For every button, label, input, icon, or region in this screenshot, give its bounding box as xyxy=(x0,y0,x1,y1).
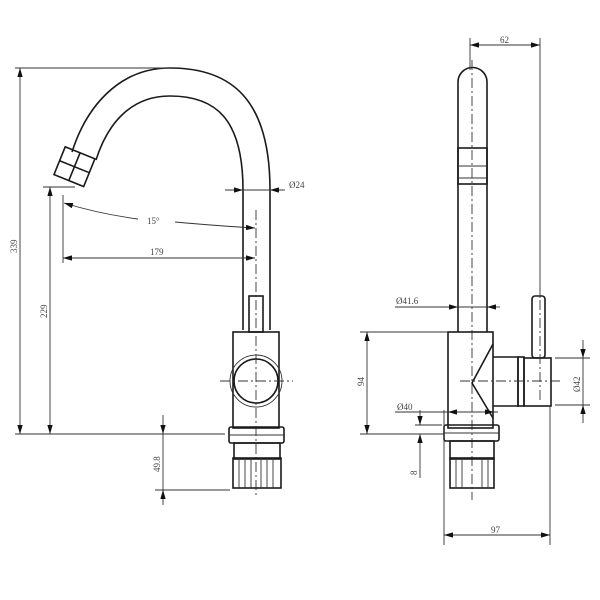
spout-tube xyxy=(457,66,488,332)
front-view: 62 Ø41.6 94 Ø40 Ø42 8 97 xyxy=(356,35,590,545)
dim-total-height: 339 xyxy=(9,239,19,253)
handle xyxy=(523,357,552,407)
dim-total-width: 97 xyxy=(491,525,501,535)
knurled-nut xyxy=(232,457,282,489)
dim-body-height: 94 xyxy=(356,377,366,387)
dim-handle-diameter: Ø42 xyxy=(572,377,582,393)
knurled-nut xyxy=(449,457,495,489)
dim-spout-height: 229 xyxy=(39,304,49,318)
dim-base-diameter: Ø40 xyxy=(397,402,413,412)
dim-thread-length: 49.8 xyxy=(152,456,162,472)
dim-head-width: 62 xyxy=(500,35,509,45)
dim-ring-height: 8 xyxy=(409,470,419,475)
dim-spout-reach: 179 xyxy=(150,247,164,257)
dim-body-diameter: Ø41.6 xyxy=(396,296,419,306)
dim-swivel-angle: 15° xyxy=(147,216,160,226)
spout-outer xyxy=(71,67,271,330)
body xyxy=(447,331,494,429)
body xyxy=(232,331,280,429)
dim-spout-diameter: Ø24 xyxy=(289,180,305,190)
side-view: 339 229 179 15° Ø24 49.8 xyxy=(9,67,305,505)
lever xyxy=(531,295,546,359)
aerator xyxy=(52,145,96,188)
spout-inner xyxy=(95,95,244,330)
